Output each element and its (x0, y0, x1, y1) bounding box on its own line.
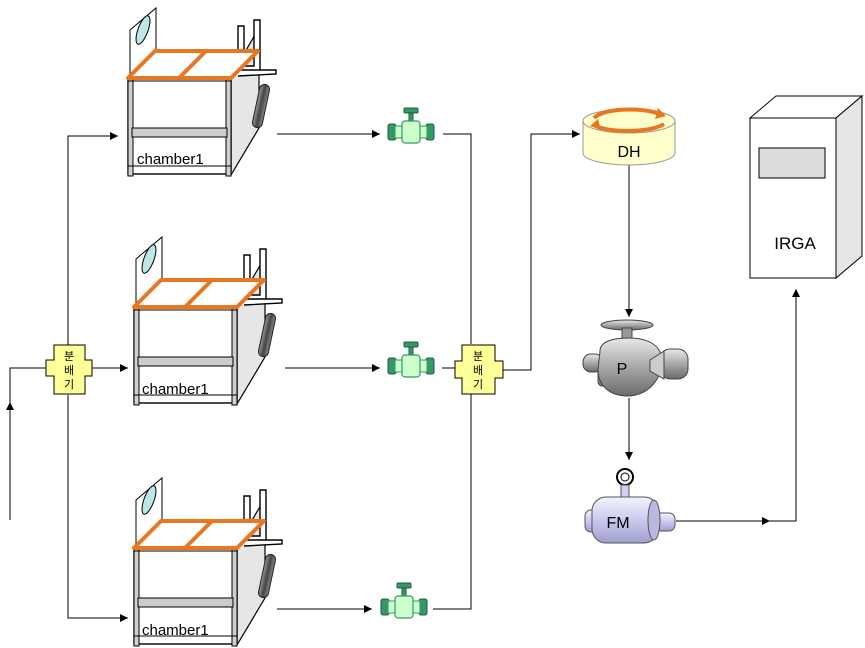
chamber-1: chamber1 (126, 6, 278, 178)
splitter-left-label-1: 분 (64, 351, 74, 363)
irga-display (758, 147, 826, 179)
flowmeter: FM (584, 468, 676, 544)
valve-icon (387, 341, 435, 378)
splitter-right-label-1: 분 (473, 351, 483, 363)
chamber-2-label: chamber1 (142, 381, 209, 398)
line-to-chamber-1 (67, 132, 118, 345)
splitter-right-label-2: 배 (473, 364, 483, 377)
splitter-left-label-2: 배 (64, 364, 74, 377)
valve-icon (387, 107, 435, 144)
dehumidifier-label: DH (617, 144, 640, 161)
line-splitter-dh (503, 130, 580, 371)
splitter-left-label-3: 기 (64, 378, 74, 391)
pump: P (582, 319, 689, 397)
line-to-chamber-3 (67, 395, 128, 622)
valve-icon (380, 582, 428, 619)
line-valve3-splitter (433, 392, 472, 610)
splitter-left: 분 배 기 (45, 344, 93, 395)
splitter-right: 분 배 기 (454, 344, 504, 395)
chamber-1-label: chamber1 (137, 151, 204, 168)
pump-label: P (617, 361, 628, 378)
chamber-3-label: chamber1 (142, 622, 209, 639)
connection-lines (5, 130, 800, 622)
splitter-right-label-3: 기 (473, 378, 483, 391)
line-fm-irga (676, 289, 800, 522)
irga-analyzer: IRGA (748, 94, 864, 280)
chamber-2: chamber1 (132, 235, 284, 407)
chamber-3: chamber1 (132, 476, 284, 648)
dehumidifier: DH (582, 107, 676, 166)
irga-label: IRGA (774, 234, 816, 253)
flowmeter-label: FM (606, 515, 629, 532)
line-valve1-splitter (443, 133, 472, 344)
